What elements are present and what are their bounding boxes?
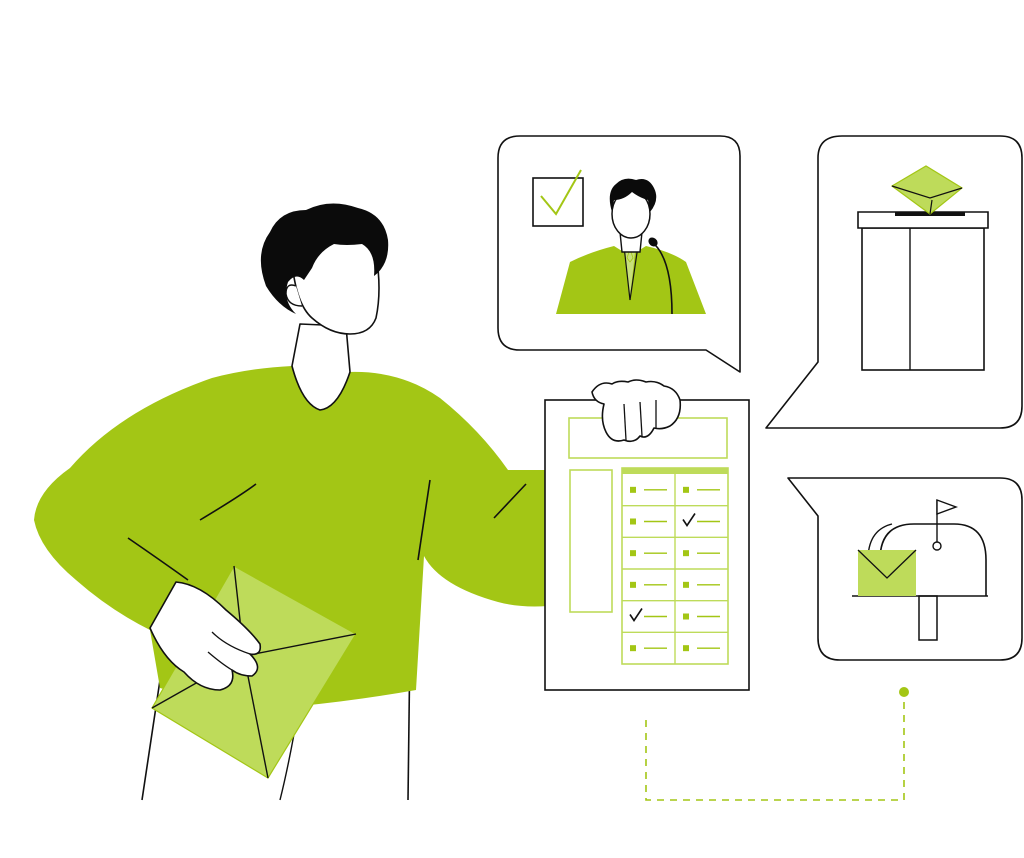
ballot-option-box: [683, 613, 689, 620]
envelope-icon: [890, 165, 964, 215]
ballot-cell: [683, 581, 720, 588]
ballot-box-icon: [857, 165, 989, 371]
ballot-cell: [683, 645, 720, 652]
ballot-cell: [683, 486, 720, 493]
right-hand: [591, 379, 682, 443]
person: [34, 203, 750, 801]
mailbox-icon: [852, 498, 988, 641]
mailbox-speech-bubble: [787, 477, 1023, 661]
checkbox-icon: [532, 169, 584, 227]
ballot-option-box: [683, 645, 689, 652]
ballot-cell: [630, 486, 667, 493]
checkmark-icon: [682, 513, 696, 527]
ballot-cell: [630, 550, 667, 557]
ballot-option-box: [630, 486, 636, 493]
ballot-cell: [682, 513, 720, 527]
head: [260, 203, 389, 335]
ballot-option-box: [630, 581, 636, 588]
neck: [291, 323, 351, 411]
hair: [260, 203, 389, 314]
ballot-cell: [683, 550, 720, 557]
ballot-paper: [544, 399, 750, 691]
microphone-icon: [648, 237, 673, 315]
checkmark-icon: [629, 608, 643, 622]
left-hand: [149, 581, 262, 691]
ballot-option-box: [683, 550, 689, 557]
ballot-option-box: [630, 550, 636, 557]
ballot-cell: [629, 608, 667, 622]
ballot-option-box: [630, 518, 636, 525]
ballot-grid: [621, 467, 729, 665]
ballot-cell: [630, 645, 667, 652]
ballot-option-box: [683, 486, 689, 493]
ballot-side-panel: [569, 469, 613, 613]
ballot-option-box: [630, 645, 636, 652]
dashed-connector: [645, 687, 909, 801]
ballot-box-speech-bubble: [765, 135, 1023, 429]
ballot-cell: [630, 518, 667, 525]
candidate-icon: [556, 178, 706, 314]
mailbox-envelope-icon: [857, 549, 917, 596]
flag-icon: [932, 498, 959, 551]
ballot-option-box: [683, 581, 689, 588]
candidate-speech-bubble: [497, 135, 741, 373]
ballot-cell: [630, 581, 667, 588]
ballot-cell: [683, 613, 720, 620]
